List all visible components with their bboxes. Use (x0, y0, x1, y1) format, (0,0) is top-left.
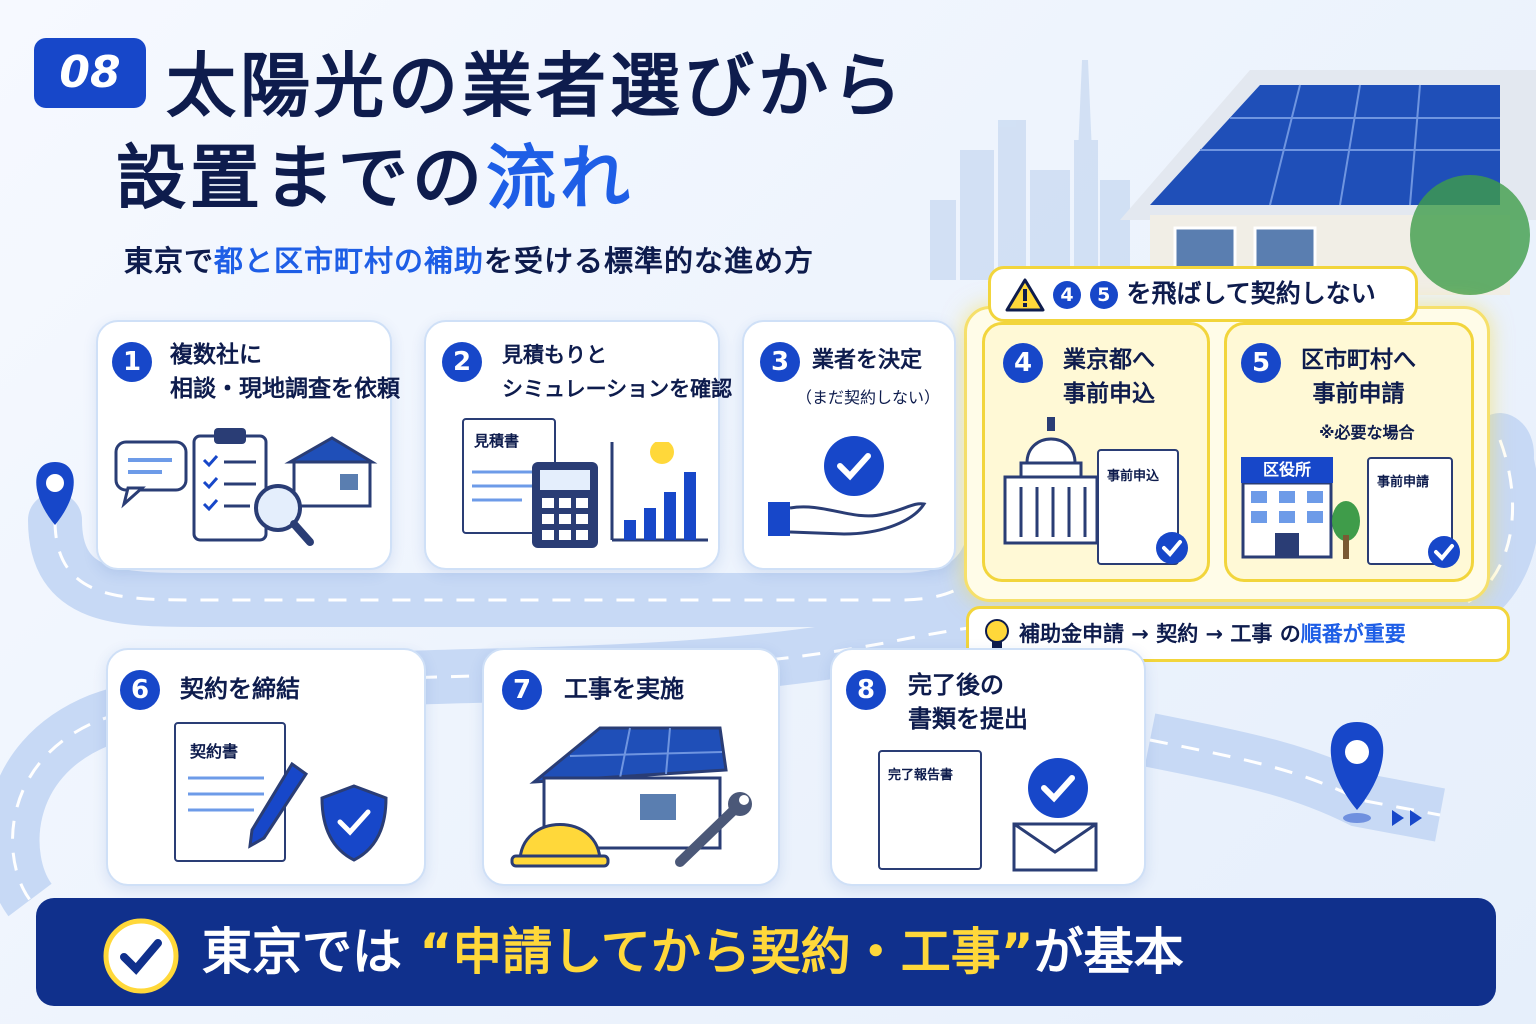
step-title: 完了後の書類を提出 (908, 668, 1028, 736)
title-highlight: 流れ (486, 137, 634, 219)
document-label: 事前申込 (1107, 469, 1160, 484)
warning-text: を飛ばして契約しない (1126, 279, 1376, 308)
conclusion-text: 東京では (202, 923, 402, 981)
consultation-illustration (114, 428, 378, 546)
step-title: 見積もりとシミュレーションを確認 (502, 338, 732, 406)
step-number: 8 (846, 670, 886, 710)
document-label: 見積書 (474, 432, 520, 450)
contract-illustration (188, 761, 388, 862)
step-title-line: 相談・現地調査を依頼 (170, 376, 400, 402)
house-icon (284, 436, 378, 508)
step-title-line: 完了後の (908, 671, 1004, 699)
chat-icon (114, 440, 188, 509)
check-icon (1428, 536, 1460, 568)
page-title-line2: 設置までの流れ (116, 132, 634, 224)
step-number: 1 (112, 342, 152, 382)
document-label: 完了報告書 (888, 768, 954, 783)
page-subtitle: 東京で都と区市町村の補助を受ける標準的な進め方 (124, 238, 814, 280)
step-title: 契約を締結 (180, 675, 300, 703)
step-title-line: シミュレーションを確認 (502, 377, 733, 401)
submission-illustration (1012, 758, 1098, 872)
sun-icon (650, 442, 674, 464)
office-building-icon: 区役所 (1241, 457, 1333, 559)
subtitle-text: を受ける標準的な進め方 (484, 244, 815, 278)
page-title-line1: 太陽光の業者選びから (166, 45, 906, 127)
section-number-badge: 08 (34, 38, 146, 108)
check-icon (824, 436, 884, 496)
calculator-icon (532, 462, 598, 548)
step-number: 6 (120, 670, 160, 710)
city-skyline (930, 60, 1130, 280)
location-pin-icon (1330, 722, 1422, 826)
check-icon (103, 918, 179, 993)
wrench-icon (675, 792, 752, 867)
bulb-icon (985, 619, 1009, 649)
check-icon (1028, 758, 1088, 818)
step-title-line: 業京都へ (1063, 347, 1155, 373)
warning-banner: 4 5 を飛ばして契約しない (988, 266, 1418, 322)
step-title: 業者を決定 (812, 348, 923, 373)
step-title: 複数社に相談・現地調査を依頼 (170, 338, 400, 406)
step-title: 業京都へ事前申込 (1063, 343, 1155, 411)
government-building-icon (1003, 417, 1099, 545)
magnifier-icon (254, 484, 314, 546)
step-number: 7 (502, 670, 542, 710)
tip-highlight: 順番が重要 (1300, 622, 1406, 646)
subtitle-highlight: 都と区市町村の補助 (214, 244, 485, 278)
pen-icon (248, 761, 309, 849)
helmet-icon (510, 823, 610, 868)
step-title: 工事を実施 (564, 675, 684, 703)
document-label: 契約書 (190, 742, 239, 761)
title-text: 設置までの (116, 137, 486, 219)
step-ref-5: 5 (1089, 281, 1118, 309)
step-title-line: 複数社に (170, 342, 262, 368)
step-card-2: 2 見積もりとシミュレーションを確認 見積書 (424, 320, 732, 570)
step-title-line: 事前申請 (1312, 381, 1405, 407)
step-card-6: 6 契約を締結 契約書 (106, 648, 426, 886)
step-title-line: 見積もりと (502, 343, 607, 367)
document-label: 事前申請 (1377, 475, 1430, 490)
step-card-8: 8 完了後の書類を提出 完了報告書 (830, 648, 1146, 886)
step-number: 5 (1241, 343, 1281, 383)
step-title-line: 書類を提出 (908, 705, 1028, 733)
envelope-icon (1012, 822, 1098, 872)
step-title: 区市町村へ事前申請 (1301, 343, 1416, 411)
step-card-1: 1 複数社に相談・現地調査を依頼 (96, 320, 400, 570)
step-card-4: 4 業京都へ事前申込 事前申込 (982, 322, 1210, 582)
conclusion-quote: “ (419, 923, 453, 981)
step-note: ※必要な場合 (1319, 423, 1415, 442)
location-pin-icon (36, 462, 74, 525)
conclusion-highlight: 申請してから契約・工事 (452, 923, 1001, 981)
check-icon (1156, 532, 1188, 564)
estimate-illustration (472, 442, 708, 548)
conclusion-banner: 東京では “申請してから契約・工事”が基本 (36, 898, 1496, 1006)
tip-text: 補助金申請 → 契約 → 工事 の (1019, 622, 1301, 646)
solar-house-illustration (1120, 70, 1536, 295)
building-sign: 区役所 (1241, 457, 1333, 483)
step-number: 2 (442, 342, 482, 382)
bar-graph-icon (610, 442, 708, 542)
step-card-7: 7 工事を実施 (482, 648, 780, 886)
step-ref-4: 4 (1053, 281, 1081, 309)
step-card-3: 3 業者を決定 （まだ契約しない） (742, 320, 956, 570)
step-title-line: 事前申込 (1063, 381, 1155, 407)
construction-illustration (510, 726, 752, 868)
tree-icon (1332, 501, 1360, 559)
conclusion-quote: ” (1000, 923, 1034, 981)
step-subtitle: （まだ契約しない） (796, 388, 941, 407)
shield-icon (320, 784, 388, 862)
subtitle-text: 東京で (124, 244, 215, 278)
warning-icon (1005, 278, 1045, 312)
completion-report-document: 完了報告書 (878, 750, 982, 870)
clipboard-icon (192, 428, 268, 542)
conclusion-text: が基本 (1033, 923, 1184, 981)
handshake-check-illustration (768, 436, 927, 536)
contract-document: 契約書 (174, 722, 286, 862)
step-card-5: 5 区市町村へ事前申請 ※必要な場合 区役所 事前申請 (1224, 322, 1474, 582)
step-title-line: 区市町村へ (1301, 347, 1416, 373)
handshake-icon (768, 502, 927, 536)
step-number: 3 (760, 342, 800, 382)
step-number: 4 (1003, 343, 1043, 383)
